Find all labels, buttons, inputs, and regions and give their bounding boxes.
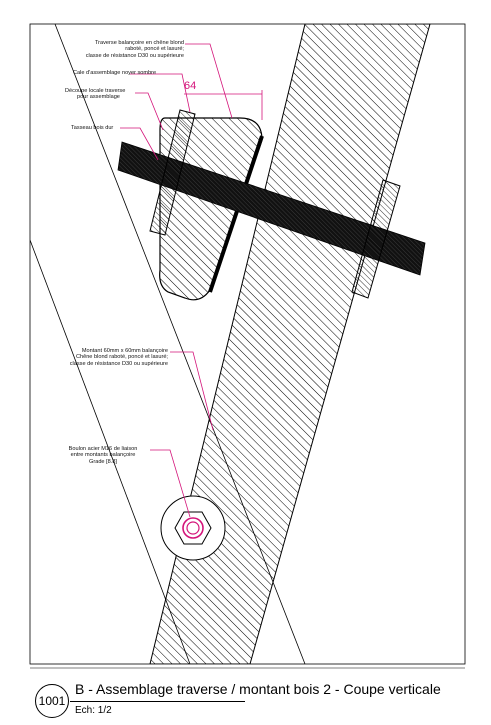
callout-line: Tasseau bois dur [71,125,114,131]
drawing-scale: Ech: 1/2 [75,705,112,716]
tasseau-left [149,109,196,236]
callout-line: Boulon acier M16 de liaison [68,446,138,452]
callout-line: Chêne blond raboté, poncé et lasuré; [75,354,168,361]
callout-line: classe de résistance D30 ou supérieure [85,52,184,59]
callout-line: Traverse balançoire en chêne blond [94,40,184,46]
drawing-title: B - Assemblage traverse / montant bois 2… [75,681,441,697]
callout-line: raboté, poncé et lasuré; [125,46,184,53]
callout-line: classe de résistance D30 ou supérieure [69,360,168,367]
callout-line: Grade [8.8] [89,458,117,465]
callout-boulon: Boulon acier M16 de liaison entre montan… [58,446,148,465]
callout-line: Montant 60mm x 60mm balançoire [81,348,168,354]
post-montant [149,24,431,664]
callout-cale: Cale d'assemblage noyer sombre [73,70,156,76]
callout-line: Cale d'assemblage noyer sombre [73,70,157,76]
callout-traverse: Traverse balançoire en chêne blond rabot… [56,40,184,59]
bolt-shank [182,517,204,539]
dimension-label: 64 [184,80,197,92]
callout-line: entre montants balançoire [70,452,136,459]
tasseau-right [351,179,401,299]
title-underline [70,701,245,702]
callout-line: pour assemblage [77,94,120,101]
callout-decoupe: Découpe locale traverse pour assemblage [65,88,125,101]
drawing-number-badge: 1001 [35,684,69,718]
bolt-hole [186,521,200,535]
cale-noyer [208,135,264,293]
back-post-edge [30,239,191,664]
callout-montant: Montant 60mm x 60mm balançoire Chêne blo… [42,348,168,367]
bolt-nut [174,511,212,545]
bolt-band [117,141,426,276]
leader-lines [120,43,233,518]
callout-line: Découpe locale traverse [65,88,126,94]
callout-tasseau: Tasseau bois dur [71,125,113,131]
drawing-number: 1001 [38,694,66,708]
